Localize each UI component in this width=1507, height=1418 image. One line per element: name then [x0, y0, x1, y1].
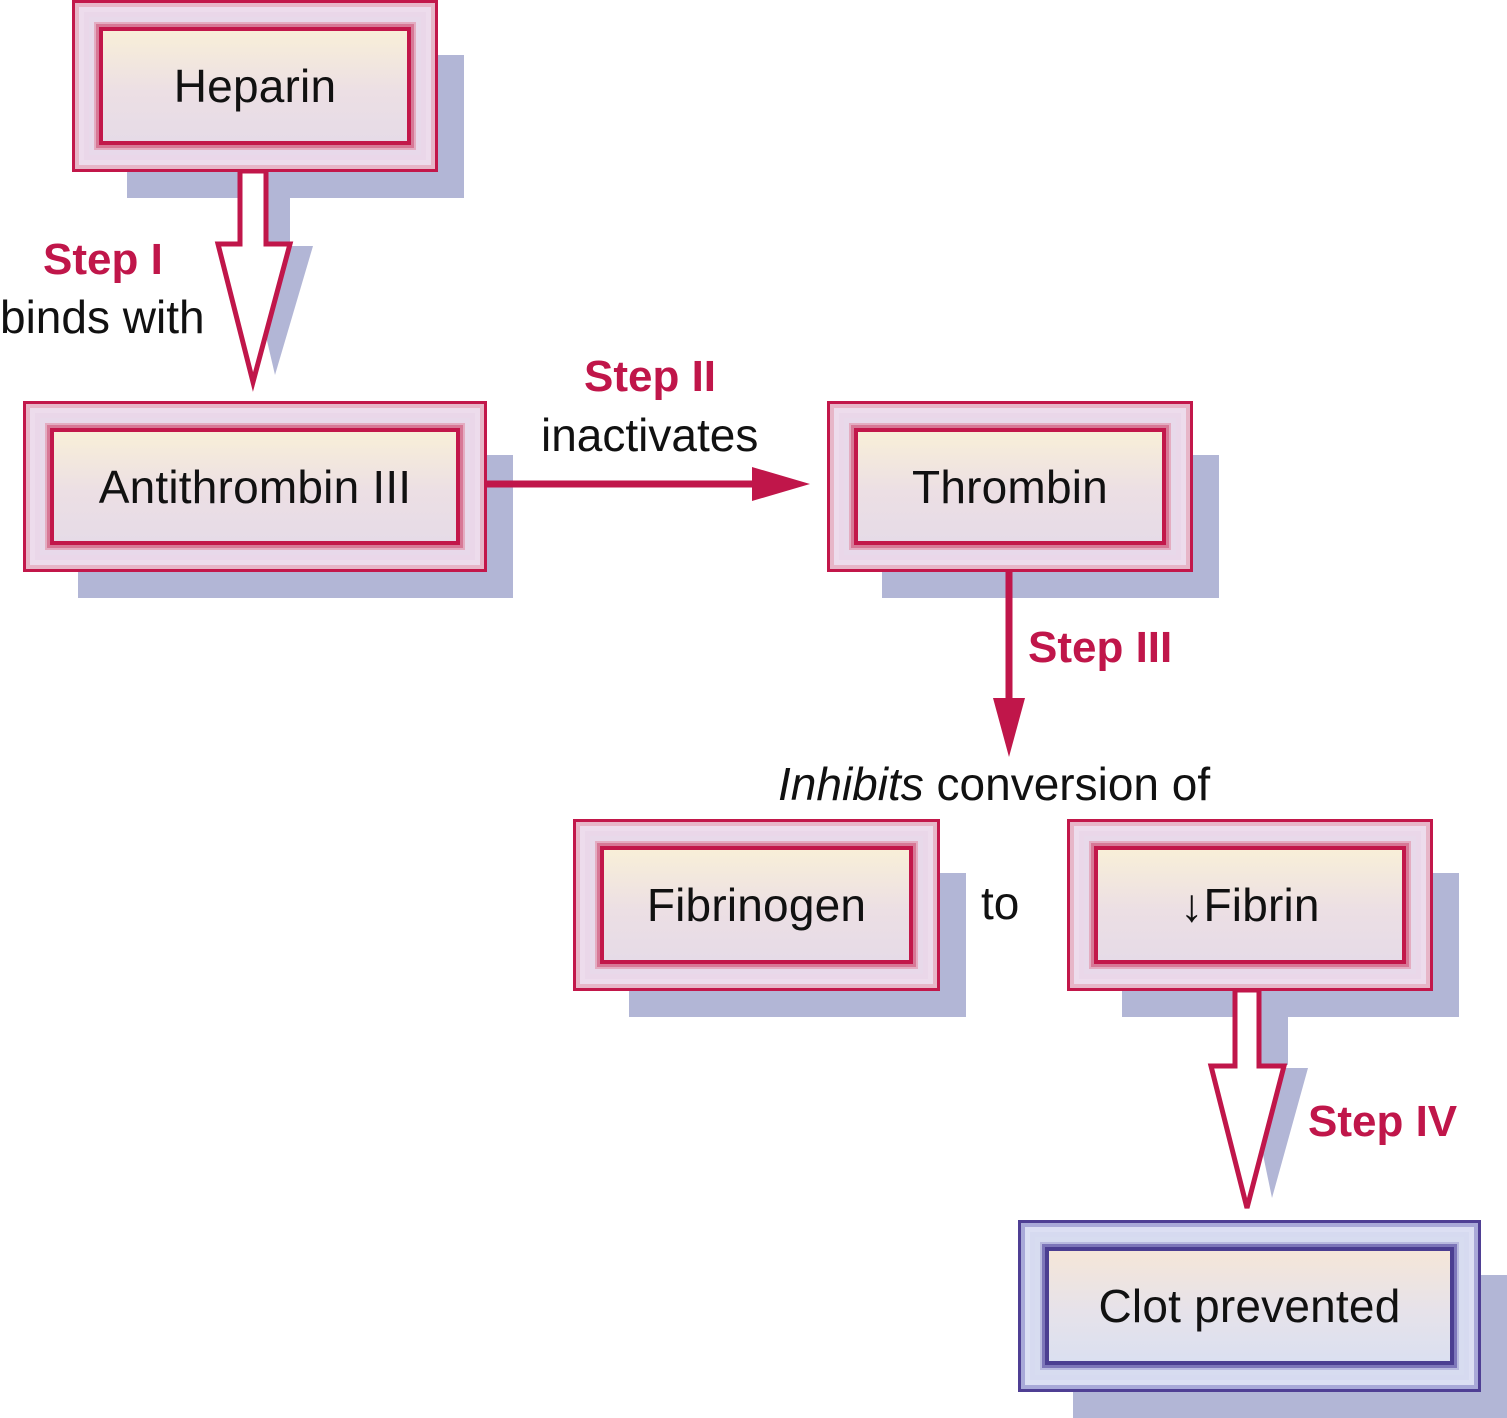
step1-label: Step I [43, 235, 163, 284]
step1-text: binds with [0, 291, 205, 343]
antithrombin-node: Antithrombin III [23, 401, 487, 572]
step4-arrow-shadow-stem [1260, 990, 1288, 1065]
step1-hollow-arrow [214, 168, 294, 392]
step3-label: Step III [1028, 623, 1173, 672]
connector-to-text: to [981, 877, 1020, 929]
fibrin-label: ↓Fibrin [1180, 879, 1320, 931]
step4-label: Step IV [1308, 1097, 1458, 1146]
step3-arrow-head [993, 698, 1025, 757]
thrombin-node: Thrombin [827, 401, 1193, 572]
thrombin-label: Thrombin [912, 460, 1108, 513]
fibrin-node: ↓Fibrin [1067, 819, 1433, 991]
step4-hollow-arrow [1207, 987, 1288, 1209]
heparin-node: Heparin [72, 0, 438, 172]
heparin-label: Heparin [173, 60, 337, 112]
conversion-text: Inhibits conversion of [778, 757, 1210, 811]
step2-arrow-head [752, 467, 810, 501]
conversion-text-rest: conversion of [923, 758, 1211, 810]
clot-prevented-node: Clot prevented [1018, 1220, 1481, 1392]
step2-text: inactivates [541, 409, 759, 461]
fibrinogen-label: Fibrinogen [646, 879, 867, 931]
clot-prevented-label: Clot prevented [1098, 1280, 1401, 1332]
step2-label: Step II [584, 352, 717, 401]
fibrinogen-node: Fibrinogen [573, 819, 940, 991]
conversion-text-italic: Inhibits [778, 758, 924, 810]
antithrombin-label: Antithrombin III [98, 460, 412, 513]
